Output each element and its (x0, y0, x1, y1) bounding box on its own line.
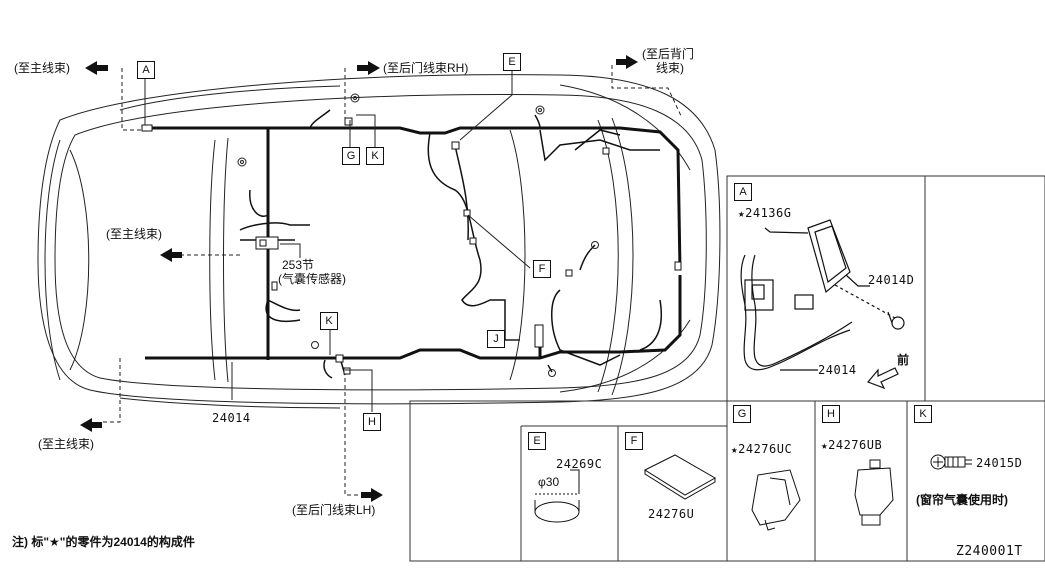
main-harness-24014 (145, 126, 682, 360)
label-section-253: 253节 (282, 258, 315, 272)
panel-e-grommet (534, 469, 580, 523)
panel-f-letter: F (625, 432, 643, 450)
label-to-main-harness-bottom: (至主线束) (38, 437, 94, 451)
star-symbol: ★ (731, 443, 739, 456)
direction-arrows (80, 55, 638, 502)
callout-box-k: K (366, 147, 384, 165)
panel-e-part: 24269C (556, 457, 603, 471)
panel-h-clip (854, 459, 894, 526)
grommets (237, 93, 599, 377)
panel-f-tape (643, 454, 717, 500)
panel-a-star-part: ★24136G (738, 206, 791, 221)
panel-a-harness-part: 24014 (818, 363, 857, 377)
label-to-rear-door-lh: (至后门线束LH) (292, 503, 376, 517)
label-to-main-harness-mid: (至主线束) (106, 227, 162, 241)
panel-k-part: 24015D (976, 456, 1023, 470)
panel-a-front-label: 前 (897, 353, 910, 367)
panel-a-bolt-part: 24014D (868, 273, 915, 287)
diagram-code: Z240001T (956, 544, 1023, 559)
panel-a-harness-drawing (740, 219, 905, 371)
callout-box-e: E (503, 53, 521, 71)
dashed-leaders (100, 65, 683, 496)
panel-k-note: (窗帘气囊使用时) (916, 493, 1008, 507)
label-to-back-door-line2: 线束) (656, 61, 684, 75)
callout-box-h: H (363, 413, 381, 431)
label-to-back-door-line1: (至后背门 (642, 47, 694, 61)
panel-h-part: ★24276UB (821, 438, 882, 453)
front-direction-arrow (866, 367, 899, 390)
panel-h-part-number: 24276UB (828, 438, 883, 452)
panel-h-letter: H (822, 405, 840, 423)
panel-a-star-part-number: 24136G (745, 206, 792, 220)
panel-g-clip (751, 469, 801, 531)
callout-box-g: G (342, 147, 360, 165)
panel-k-bolt (930, 454, 972, 470)
callout-box-j: J (487, 330, 505, 348)
panel-f-part: 24276U (648, 507, 695, 521)
panel-g-letter: G (733, 405, 751, 423)
label-airbag-sensor: (气囊传感器) (278, 272, 346, 286)
branch-wires (239, 109, 662, 379)
label-main-part-24014: 24014 (212, 411, 251, 425)
callout-leaders (144, 70, 531, 412)
panel-k-letter: K (914, 405, 932, 423)
label-to-main-harness-top: (至主线束) (14, 61, 70, 75)
detail-panel-grid (409, 175, 1045, 562)
star-symbol: ★ (738, 207, 746, 220)
footnote: 注) 标"★"的零件为24014的构成件 (12, 535, 195, 549)
connectors (141, 117, 682, 375)
panel-g-part-number: 24276UC (738, 442, 793, 456)
panel-a-letter: A (734, 183, 752, 201)
panel-g-part: ★24276UC (731, 442, 792, 457)
label-to-rear-door-rh: (至后门线束RH) (383, 61, 469, 75)
callout-box-k-lower: K (320, 312, 338, 330)
callout-box-a: A (137, 61, 155, 79)
panel-e-dimension: φ30 (538, 475, 560, 489)
panel-e-letter: E (528, 432, 546, 450)
star-symbol: ★ (821, 439, 829, 452)
callout-box-f: F (533, 260, 551, 278)
